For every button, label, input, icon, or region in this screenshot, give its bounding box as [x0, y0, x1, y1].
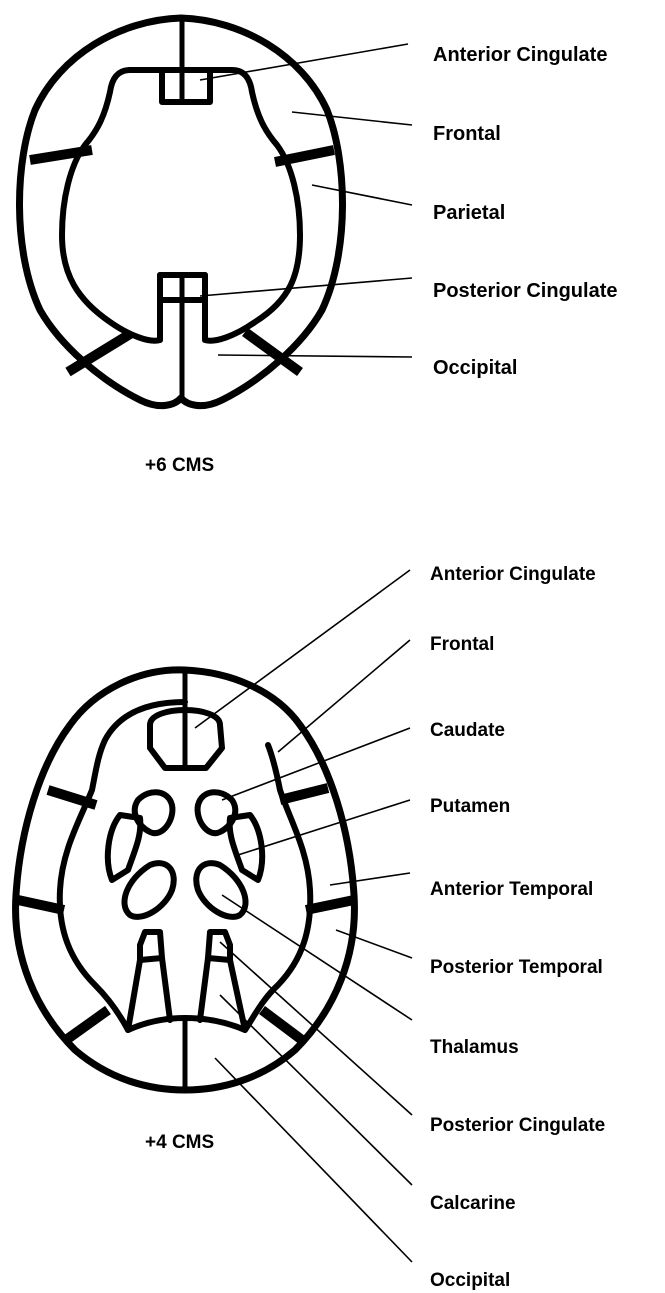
lower-label-posterior-cingulate: Posterior Cingulate	[430, 1115, 605, 1136]
upper-brain-slice	[19, 18, 342, 406]
upper-label-occipital: Occipital	[433, 357, 517, 379]
upper-label-posterior-cingulate: Posterior Cingulate	[433, 280, 617, 302]
lower-label-putamen: Putamen	[430, 796, 510, 817]
upper-slice-caption: +6 CMS	[145, 455, 214, 476]
lower-label-caudate: Caudate	[430, 720, 505, 741]
lower-label-calcarine: Calcarine	[430, 1193, 516, 1214]
upper-label-anterior-cingulate: Anterior Cingulate	[433, 44, 607, 66]
lower-label-anterior-cingulate: Anterior Cingulate	[430, 564, 596, 585]
lower-label-anterior-temporal: Anterior Temporal	[430, 879, 593, 900]
lower-brain-slice	[16, 670, 355, 1090]
upper-label-parietal: Parietal	[433, 202, 505, 224]
lower-slice-caption: +4 CMS	[145, 1132, 214, 1153]
lower-label-occipital: Occipital	[430, 1270, 510, 1291]
lower-leader-anterior-cingulate	[195, 570, 410, 728]
lower-label-frontal: Frontal	[430, 634, 494, 655]
upper-label-frontal: Frontal	[433, 123, 501, 145]
lower-label-thalamus: Thalamus	[430, 1037, 519, 1058]
lower-label-posterior-temporal: Posterior Temporal	[430, 957, 603, 978]
